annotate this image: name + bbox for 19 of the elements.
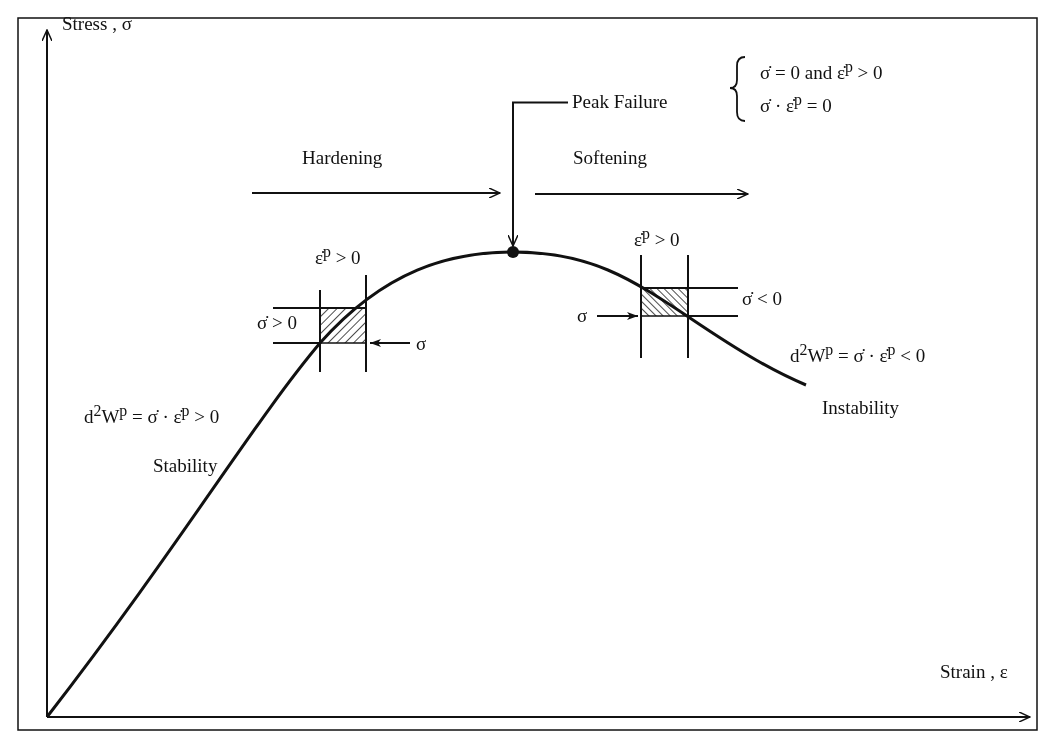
- callout-label: Peak Failure: [572, 92, 668, 113]
- rate-condition: ε̇$^{p}$ > 0: [634, 225, 680, 252]
- axis-title: Stress , σ: [62, 14, 132, 35]
- region-label: Stability: [153, 456, 218, 477]
- leader-line: [507, 101, 569, 247]
- peak-point: [507, 246, 519, 258]
- work-formula: d$^{2}$W$^{p}$ = σ̇ · ε̇$^{p}$ < 0: [790, 341, 926, 368]
- rate-condition: σ̇ < 0: [742, 289, 782, 310]
- rate-condition: ε̇$^{p}$ > 0: [315, 243, 361, 270]
- phase-label: Hardening: [302, 148, 383, 169]
- condition-formula: σ̇ = 0 and ε̇$^{p}$ > 0: [760, 58, 883, 85]
- work-formula: d$^{2}$W$^{p}$ = σ̇ · ε̇$^{p}$ > 0: [84, 402, 220, 429]
- axis-title: Strain , ε: [940, 662, 1008, 683]
- condition-formula: σ̇ · ε̇$^{p}$ = 0: [760, 91, 832, 118]
- region-label: Instability: [822, 398, 900, 419]
- stress-symbol: σ: [577, 306, 588, 327]
- rate-condition: σ̇ > 0: [257, 313, 297, 334]
- phase-label: Softening: [573, 148, 647, 169]
- stress-symbol: σ: [416, 334, 427, 355]
